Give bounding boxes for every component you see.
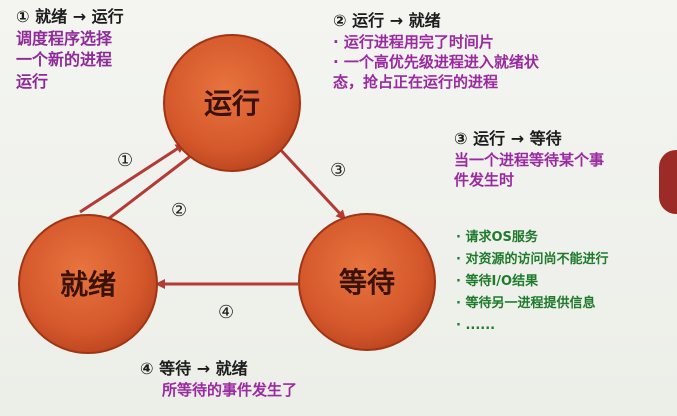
node-running: 运行 xyxy=(163,34,301,172)
annotation-1-heading: ① 就绪 → 运行 xyxy=(16,7,124,26)
waiting-reason-item: · 请求OS服务 xyxy=(456,230,538,245)
annotation-running-to-waiting: ③ 运行 → 等待 当一个进程等待某个事 件发生时 xyxy=(454,128,674,190)
waiting-reasons-list: · 请求OS服务 · 对资源的访问尚不能进行 · 等待I/O结果 · 等待另一进… xyxy=(456,227,676,337)
node-ready: 就绪 xyxy=(18,214,158,354)
node-running-label: 运行 xyxy=(204,87,260,120)
annotation-3-line-1: 当一个进程等待某个事 xyxy=(454,150,605,169)
edge-label-4: ④ xyxy=(218,302,234,323)
annotation-1-line-2: 一个新的进程 xyxy=(16,50,113,70)
node-ready-label: 就绪 xyxy=(60,268,116,301)
annotation-waiting-to-ready: ④ 等待 → 就绪 所等待的事件发生了 xyxy=(140,358,400,400)
annotation-1-line-3: 运行 xyxy=(16,71,49,91)
annotation-4-heading: ④ 等待 → 就绪 xyxy=(140,359,248,378)
edge-running-to-ready xyxy=(92,153,193,231)
waiting-reason-item: · ...... xyxy=(456,318,496,333)
node-waiting: 等待 xyxy=(298,213,436,351)
presenter-hand xyxy=(659,150,677,214)
edge-label-1: ① xyxy=(117,150,133,171)
annotation-3-line-2: 件发生时 xyxy=(454,170,515,189)
edge-label-2: ② xyxy=(171,200,187,221)
waiting-reason-item: · 对资源的访问尚不能进行 xyxy=(456,252,609,267)
node-waiting-label: 等待 xyxy=(339,266,395,299)
annotation-1-line-1: 调度程序选择 xyxy=(16,28,113,48)
waiting-reason-item: · 等待另一进程提供信息 xyxy=(456,296,596,311)
annotation-3-heading: ③ 运行 → 等待 xyxy=(454,129,562,148)
annotation-ready-to-running: ① 就绪 → 运行 调度程序选择 一个新的进程 运行 xyxy=(16,6,166,92)
edge-running-to-waiting xyxy=(276,145,347,221)
edge-label-3: ③ xyxy=(330,160,346,181)
annotation-2-line-2: · 一个高优先级进程进入就绪状 xyxy=(333,52,539,71)
annotation-2-line-3: 态，抢占正在运行的进程 xyxy=(333,73,499,92)
annotation-2-heading: ② 运行 → 就绪 xyxy=(333,11,441,30)
annotation-4-line-1: 所等待的事件发生了 xyxy=(162,380,298,399)
annotation-2-line-1: · 运行进程用完了时间片 xyxy=(333,32,494,51)
annotation-running-to-ready: ② 运行 → 就绪 · 运行进程用完了时间片 · 一个高优先级进程进入就绪状 态… xyxy=(333,10,663,92)
waiting-reason-item: · 等待I/O结果 xyxy=(456,274,539,289)
edge-ready-to-running xyxy=(79,143,186,214)
